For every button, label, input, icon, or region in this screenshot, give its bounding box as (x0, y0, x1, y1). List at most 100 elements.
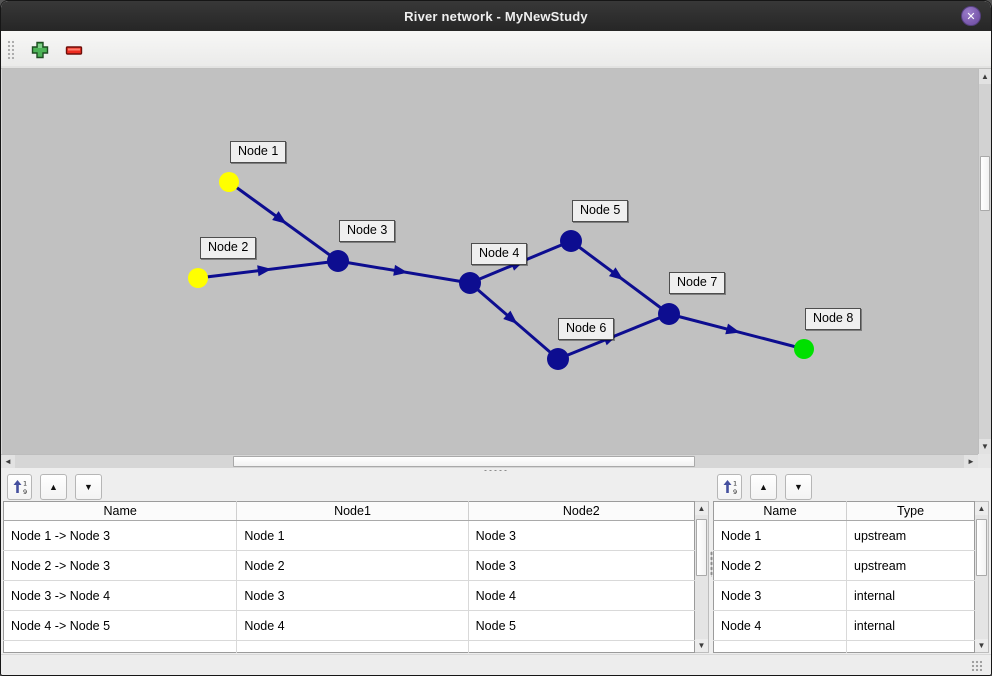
table-cell[interactable]: Node 1 (236, 520, 469, 551)
table-cell[interactable]: Node 3 -> Node 4 (3, 580, 238, 611)
node-label-Node4[interactable]: Node 4 (471, 243, 528, 265)
horizontal-splitter[interactable] (1, 468, 991, 473)
scroll-left-icon[interactable]: ◄ (1, 455, 15, 468)
graph-node-Node6[interactable] (547, 348, 569, 370)
table-cell[interactable]: Node 2 -> Node 3 (3, 550, 238, 581)
table-cell[interactable]: Node 3 (468, 520, 695, 551)
table-cell (713, 640, 847, 653)
scroll-up-icon[interactable]: ▲ (975, 502, 988, 515)
edge-arrow-icon (608, 267, 624, 281)
nodes-table-scrollbar[interactable]: ▲ ▼ (975, 501, 989, 653)
column-header-node2[interactable]: Node2 (468, 501, 695, 521)
branches-move-up-button[interactable]: ▲ (40, 474, 67, 500)
table-cell[interactable]: Node 1 (713, 520, 847, 551)
table-cell[interactable]: internal (846, 580, 975, 611)
nodes-move-up-button[interactable]: ▲ (750, 474, 777, 500)
vertical-splitter[interactable] (709, 473, 713, 654)
node-label-Node3[interactable]: Node 3 (339, 220, 396, 242)
node-label-Node8[interactable]: Node 8 (805, 308, 862, 330)
vertical-scroll-thumb[interactable] (980, 156, 990, 211)
table-cell[interactable]: Node 3 (236, 580, 469, 611)
branches-table-scrollbar[interactable]: ▲ ▼ (695, 501, 709, 653)
table-scroll-thumb[interactable] (976, 519, 987, 576)
branches-move-down-button[interactable]: ▼ (75, 474, 102, 500)
window-title: River network - MyNewStudy (404, 8, 588, 24)
graph-region: Node 1 Node 2 Node 3 Node 4 Node 5 Node 6 Node… (1, 69, 991, 468)
close-button[interactable]: ✕ (961, 6, 981, 26)
triangle-down-icon: ▼ (84, 482, 93, 492)
sort-numeric-icon: 1 9 (13, 480, 27, 495)
scroll-right-icon[interactable]: ► (964, 455, 978, 468)
sort-numeric-icon: 1 9 (723, 480, 737, 495)
table-cell[interactable]: Node 5 (468, 610, 695, 641)
graph-node-Node4[interactable] (459, 272, 481, 294)
canvas-horizontal-scrollbar[interactable]: ◄ ► (1, 454, 978, 468)
node-label-Node6[interactable]: Node 6 (558, 318, 615, 340)
table-cell[interactable]: Node 1 -> Node 3 (3, 520, 238, 551)
graph-node-Node1[interactable] (219, 172, 239, 192)
column-header-name[interactable]: Name (3, 501, 238, 521)
edge-arrow-icon (257, 265, 272, 277)
table-cell[interactable]: Node 3 (468, 550, 695, 581)
graph-node-Node7[interactable] (658, 303, 680, 325)
horizontal-scroll-thumb[interactable] (233, 456, 695, 467)
canvas-vertical-scrollbar[interactable]: ▲ ▼ (978, 69, 991, 454)
node-label-Node2[interactable]: Node 2 (200, 237, 257, 259)
table-cell[interactable]: Node 2 (236, 550, 469, 581)
table-cell[interactable]: Node 4 -> Node 5 (3, 610, 238, 641)
nodes-sort-button[interactable]: 1 9 (717, 474, 742, 500)
svg-text:9: 9 (23, 488, 27, 495)
table-cell[interactable]: upstream (846, 520, 975, 551)
table-cell[interactable]: Node 4 (236, 610, 469, 641)
table-row-partial (713, 640, 975, 653)
titlebar[interactable]: River network - MyNewStudy ✕ (1, 1, 991, 31)
branches-sort-button[interactable]: 1 9 (7, 474, 32, 500)
graph-node-Node8[interactable] (794, 339, 814, 359)
scroll-down-icon[interactable]: ▼ (695, 639, 708, 652)
column-header-type[interactable]: Type (846, 501, 975, 521)
table-cell[interactable]: Node 3 (713, 580, 847, 611)
node-label-Node7[interactable]: Node 7 (669, 272, 726, 294)
toolbar-grip[interactable] (7, 38, 14, 61)
table-scroll-thumb[interactable] (696, 519, 707, 576)
add-node-button[interactable] (30, 40, 50, 60)
table-cell[interactable]: internal (846, 610, 975, 641)
splitter-handle-icon (483, 469, 509, 472)
scroll-down-icon[interactable]: ▼ (979, 439, 991, 454)
remove-node-button[interactable] (64, 40, 84, 60)
window-resize-grip[interactable] (971, 660, 982, 671)
table-cell[interactable]: Node 4 (468, 580, 695, 611)
table-cell[interactable]: upstream (846, 550, 975, 581)
minus-icon (65, 45, 83, 55)
column-header-name[interactable]: Name (713, 501, 847, 521)
column-header-node1[interactable]: Node1 (236, 501, 469, 521)
river-network-canvas[interactable]: Node 1 Node 2 Node 3 Node 4 Node 5 Node 6 Node… (1, 69, 978, 454)
graph-node-Node3[interactable] (327, 250, 349, 272)
node-label-Node1[interactable]: Node 1 (230, 141, 287, 163)
scroll-down-icon[interactable]: ▼ (975, 639, 988, 652)
graph-node-Node2[interactable] (188, 268, 208, 288)
graph-node-Node5[interactable] (560, 230, 582, 252)
table-cell[interactable]: Node 4 (713, 610, 847, 641)
scroll-up-icon[interactable]: ▲ (979, 69, 991, 84)
scrollbar-corner (978, 454, 991, 468)
node-label-Node5[interactable]: Node 5 (572, 200, 629, 222)
table-cell[interactable]: Node 2 (713, 550, 847, 581)
scroll-up-icon[interactable]: ▲ (695, 502, 708, 515)
nodes-move-down-button[interactable]: ▼ (785, 474, 812, 500)
